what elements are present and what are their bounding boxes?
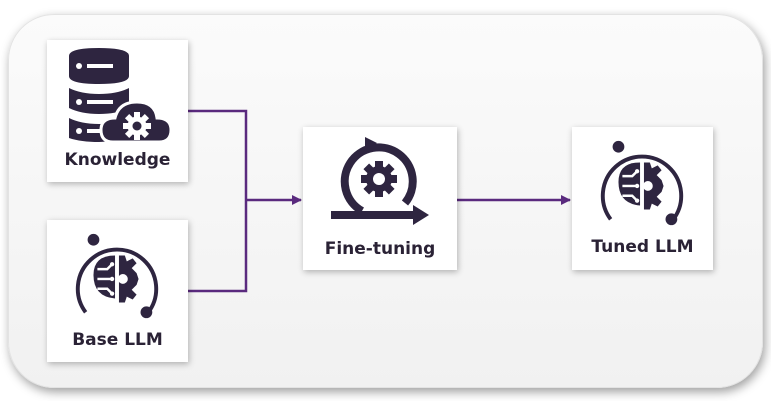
node-tuned-llm: Tuned LLM bbox=[572, 127, 713, 270]
node-knowledge: Knowledge bbox=[47, 40, 188, 182]
node-label-knowledge: Knowledge bbox=[64, 150, 171, 170]
node-base-llm: Base LLM bbox=[47, 220, 188, 362]
node-fine-tuning: Fine-tuning bbox=[303, 127, 457, 270]
cycle-gear-arrow-icon bbox=[331, 137, 429, 225]
node-label-fine-tuning: Fine-tuning bbox=[324, 239, 436, 259]
database-cog-cloud-icon bbox=[69, 48, 173, 144]
edge-base-llm-to-merge bbox=[188, 200, 248, 293]
edge-knowledge-to-merge bbox=[188, 109, 248, 200]
node-label-base-llm: Base LLM bbox=[72, 330, 163, 350]
ai-brain-gear-icon bbox=[75, 233, 159, 319]
node-label-tuned-llm: Tuned LLM bbox=[591, 237, 694, 257]
ai-brain-gear-icon bbox=[600, 140, 684, 226]
